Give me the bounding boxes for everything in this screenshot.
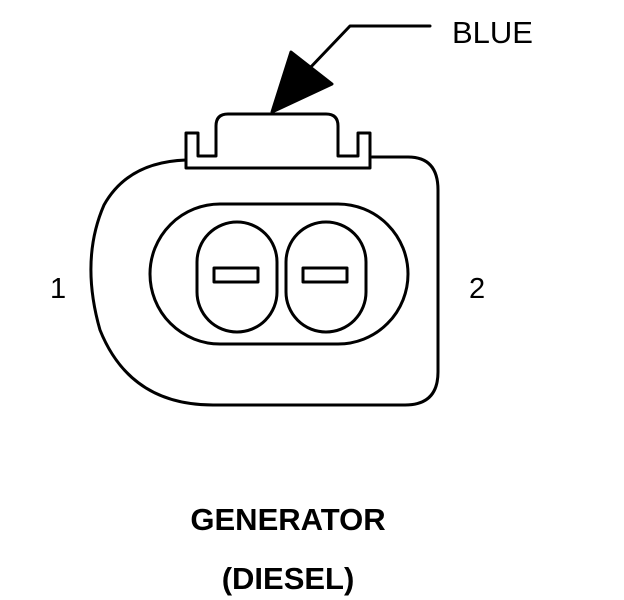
terminal-cavity-1 [195, 220, 279, 334]
terminal-cavity-2 [284, 220, 368, 334]
leader-line [306, 24, 432, 72]
connector-body [89, 155, 440, 407]
pin-1-label: 1 [50, 273, 67, 305]
pin-2-label: 2 [469, 273, 486, 305]
leader-arrowhead [270, 50, 334, 114]
terminal-slot-2 [301, 266, 349, 284]
wire-color-label: BLUE [452, 15, 533, 50]
connector-recess [148, 202, 410, 346]
locking-tab [184, 112, 372, 170]
diagram-title: GENERATOR [190, 502, 386, 537]
terminal-slot-1 [212, 266, 260, 284]
diagram-subtitle: (DIESEL) [221, 561, 355, 596]
